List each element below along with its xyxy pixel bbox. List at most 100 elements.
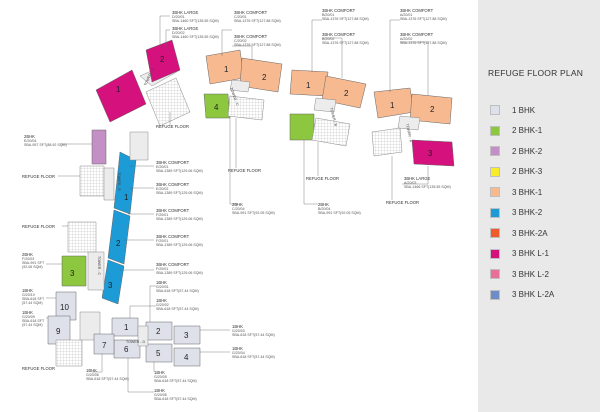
legend-swatch [490, 207, 500, 218]
unit-code: E/20/02 [156, 187, 168, 191]
unit-code: D/20/01 [172, 15, 185, 19]
refuge-label: REFUGE FLOOR [156, 124, 189, 129]
tower-d: 1 2 TOWER - D [95, 39, 191, 127]
unit-number: 1 [306, 81, 311, 90]
refuge-label: REFUGE FLOOR [306, 176, 339, 181]
legend-label: 3 BHK-1 [512, 187, 543, 197]
legend-swatch [490, 228, 500, 238]
unit-number: 2 [116, 239, 121, 248]
unit-g-4[interactable] [173, 347, 201, 367]
unit-title: 3BHK LARGE [172, 26, 199, 31]
unit-annotations: 3BHK LARGE D/20/01 SBA-1460 SFT(135.55 S… [22, 8, 451, 401]
unit-title: 1BHK [22, 288, 33, 293]
legend-item: 3 BHK L-1 [490, 248, 549, 260]
unit-d-2[interactable] [145, 39, 181, 83]
legend-item: 3 BHK L-2A [490, 289, 554, 301]
unit-number: 1 [390, 101, 395, 110]
unit-g-7[interactable] [93, 333, 115, 355]
legend-label: 3 BHK L-2 [512, 269, 549, 279]
legend-item: 3 BHK L-2 [490, 268, 549, 280]
legend-item: 3 BHK-2 [490, 207, 542, 219]
unit-b-4[interactable] [289, 113, 315, 141]
unit-area: SBA-1389 SFT(129.06 SQM) [156, 243, 203, 247]
unit-area: SBA-1376 SFT(127.88 SQM) [400, 17, 447, 21]
unit-number: 2 [156, 327, 161, 336]
unit-number: 1 [124, 323, 129, 332]
refuge-label: REFUGE FLOOR [228, 168, 261, 173]
unit-d-1[interactable] [95, 69, 147, 123]
legend-swatch [490, 289, 500, 300]
legend-item: 2 BHK-2 [490, 145, 542, 157]
unit-code: G/20/05 [154, 375, 167, 379]
unit-c-2[interactable] [239, 57, 283, 93]
refuge-label: REFUGE FLOOR [22, 366, 55, 371]
unit-title: 3BHK COMFORT [234, 34, 268, 39]
legend-swatch [490, 187, 500, 197]
legend-label: 2 BHK-1 [512, 126, 543, 135]
unit-code: A/20/01 [400, 13, 412, 17]
tower-label: TOWER - B [329, 107, 338, 127]
legend-title: REFUGE FLOOR PLAN [488, 68, 584, 78]
tower-label: TOWER - D [126, 340, 146, 344]
unit-code: C/20/04 [232, 207, 245, 211]
unit-number: 2 [262, 73, 267, 82]
unit-code: G/20/06 [154, 393, 167, 397]
unit-title: 3BHK COMFORT [322, 32, 356, 37]
unit-title: 1BHK [156, 298, 167, 303]
unit-area: SBA-1376 SFT(127.88 SQM) [322, 41, 369, 45]
unit-f-3[interactable] [61, 255, 87, 287]
unit-number: 5 [156, 349, 161, 358]
unit-number: 4 [184, 353, 189, 362]
unit-title: 3BHK COMFORT [400, 32, 434, 37]
unit-number: 3 [428, 149, 433, 158]
refuge-grid-e [79, 165, 105, 197]
legend-swatch [490, 269, 500, 279]
unit-area: SBA-618 SFT [22, 319, 45, 323]
unit-area: SBA-618 SFT(57.44 SQM) [232, 355, 275, 359]
unit-e-2[interactable] [107, 209, 131, 265]
legend-label: 2 BHK-2 [512, 146, 543, 156]
unit-title: 1BHK [154, 370, 165, 375]
unit-code: F/20/01 [156, 267, 168, 271]
unit-area: SBA-1376 SFT(127.88 SQM) [322, 17, 369, 21]
unit-title: 3BHK LARGE [172, 10, 199, 15]
unit-title: 2BHK [318, 202, 329, 207]
unit-code: A/20/02 [400, 37, 412, 41]
unit-f-1[interactable] [101, 259, 125, 305]
unit-title: 3BHK COMFORT [156, 182, 190, 187]
tower-c: 1 2 4 TOWER - C [203, 49, 283, 121]
unit-number: 3 [108, 281, 113, 290]
unit-area: SBA-1376 SFT(127.88 SQM) [400, 41, 447, 45]
unit-number: 3 [184, 331, 189, 340]
unit-g-5[interactable] [145, 343, 173, 363]
unit-code: C/20/01 [234, 15, 247, 19]
unit-code: F/20/03 [22, 257, 34, 261]
unit-number: 1 [224, 65, 229, 74]
unit-area: SBA-618 SFT(57.44 SQM) [156, 289, 199, 293]
unit-number: 9 [56, 327, 61, 336]
unit-e-4[interactable] [91, 129, 107, 165]
unit-a-2[interactable] [409, 93, 453, 125]
legend-label: 3 BHK L-2A [512, 290, 555, 299]
unit-code: B/20/04 [318, 207, 330, 211]
legend-label: 1 BHK [512, 105, 536, 115]
unit-area: SBA-618 SFT(57.44 SQM) [156, 307, 199, 311]
unit-title: 3BHK LARGE [404, 176, 431, 181]
unit-g-3[interactable] [173, 325, 201, 345]
unit-title: 2BHK [22, 252, 33, 257]
unit-title: 1BHK [232, 346, 243, 351]
tower-label: TOWER - D [143, 67, 155, 86]
unit-number: 4 [214, 103, 219, 112]
unit-a-3[interactable] [411, 139, 455, 167]
unit-area: SBA-618 SFT(57.44 SQM) [86, 377, 129, 381]
unit-code: G/20/01 [156, 285, 169, 289]
legend-label: 3 BHK-2 [512, 208, 543, 217]
unit-title: 1BHK [86, 368, 97, 373]
unit-area: (57.44 SQM) [22, 301, 43, 305]
unit-number: 6 [124, 345, 129, 354]
tower-g: 1 2 3 4 5 6 7 TOWER - D [93, 317, 201, 367]
unit-code: G/20/09 [22, 315, 35, 319]
unit-g-10[interactable] [55, 291, 77, 321]
refuge-label: REFUGE FLOOR [22, 174, 55, 179]
unit-area: (92.06 SQM) [22, 265, 43, 269]
